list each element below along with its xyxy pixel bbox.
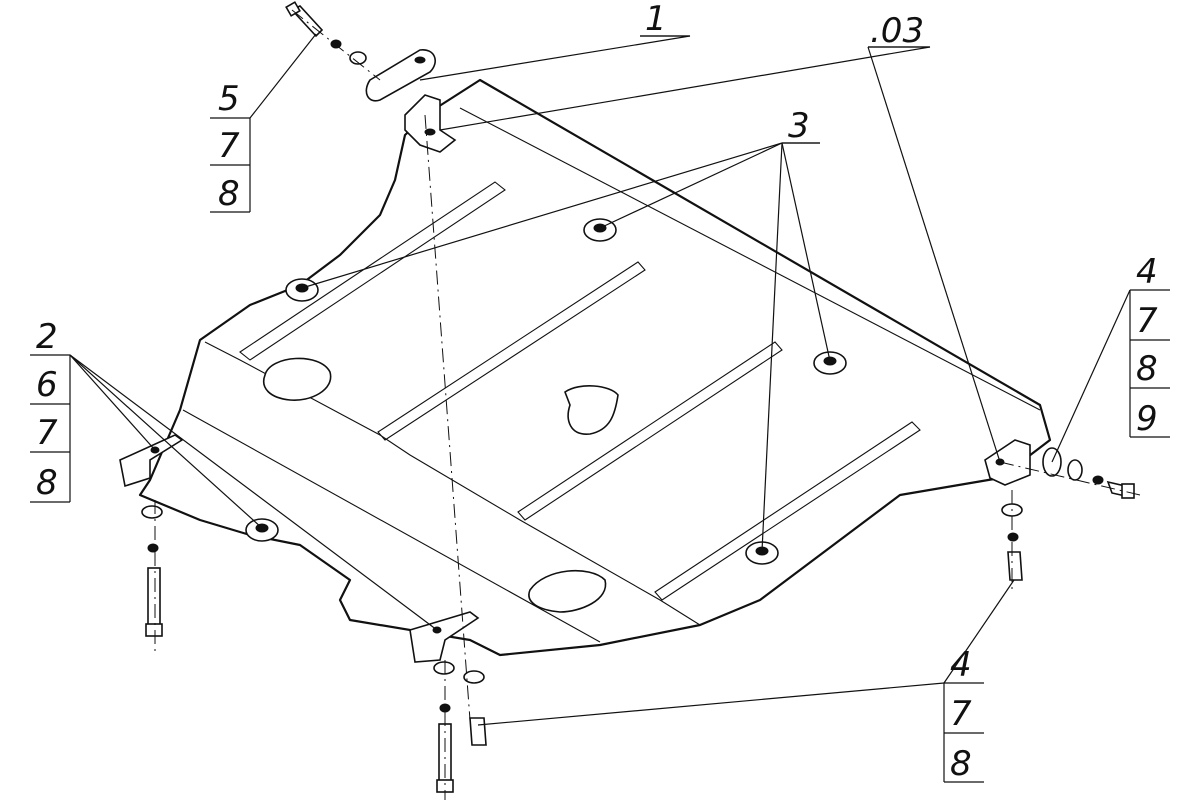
label-r-2: 7 [1136,301,1158,341]
callout-stack-top-left: 5 7 8 [210,79,251,214]
label-l-2: 6 [36,365,58,405]
label-b-1: 4 [950,645,972,685]
label-r-4: 9 [1136,399,1158,439]
top-plate-part-1 [365,49,436,102]
callout-stack-right: 4 7 8 9 [1129,252,1170,439]
callout-ref-03: .03 [868,11,930,51]
label-b-3: 8 [950,744,972,784]
label-part-1: 1 [645,0,667,39]
center-lines [154,9,1141,800]
callout-stack-bottom: 4 7 8 [943,645,984,784]
front-bracket [404,94,457,153]
top-bolt [285,1,367,65]
left-long-bolt [141,505,163,637]
label-l-1: 2 [36,317,58,357]
label-l-4: 8 [36,463,58,503]
label-part-3: 3 [788,106,810,146]
leader-lines [69,33,1131,726]
bottom-long-bolt [433,661,487,793]
label-b-2: 7 [950,694,972,734]
callout-part-3: 3 [782,106,820,146]
callout-part-1: 1 [640,0,690,39]
label-l-3: 7 [36,413,58,453]
skid-plate [138,78,1052,657]
label-tl-3: 8 [218,174,240,214]
label-r-3: 8 [1136,349,1158,389]
callout-stack-left: 2 6 7 8 [30,317,71,503]
label-ref-03: .03 [870,11,924,51]
label-r-1: 4 [1136,252,1158,292]
label-tl-1: 5 [218,79,240,119]
label-tl-2: 7 [218,126,240,166]
